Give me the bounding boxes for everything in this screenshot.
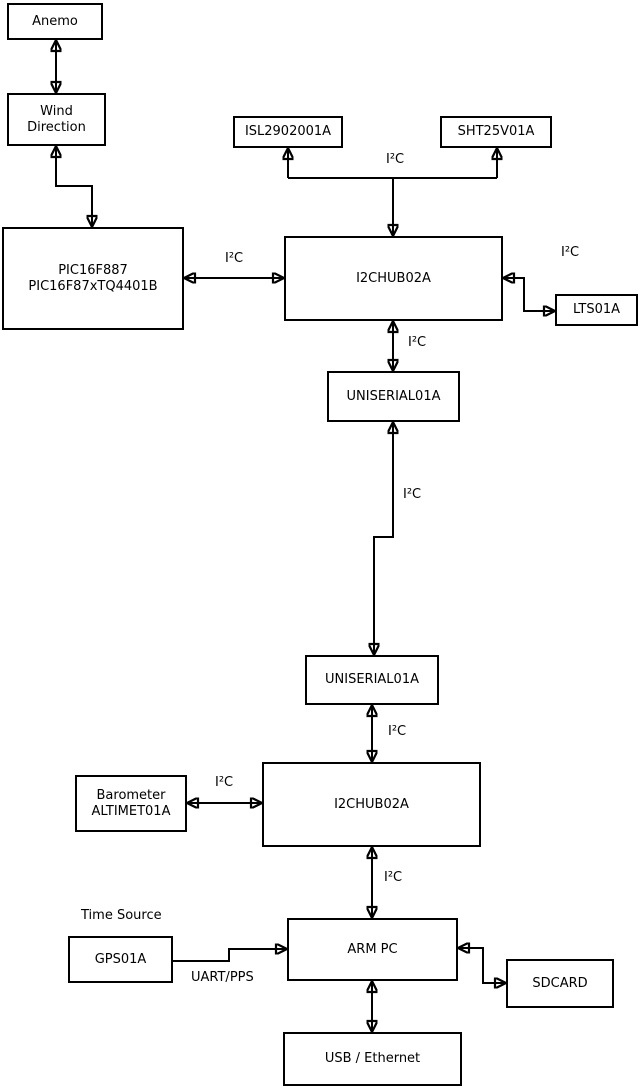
node-pic-line2: PIC16F87xTQ4401B: [28, 278, 158, 294]
node-gps: GPS01A: [68, 936, 173, 983]
node-lts-temperature-sensor: LTS01A: [555, 294, 638, 326]
edge-wind-pic: [56, 146, 92, 227]
node-sht-humidity-sensor: SHT25V01A: [440, 116, 552, 148]
node-i2c-hub-top: I2CHUB02A: [284, 236, 503, 321]
edge-label-i2c-uniserial-link: I²C: [403, 487, 422, 502]
edge-uniserial1-uniserial2: [374, 422, 393, 655]
node-gps-label: GPS01A: [94, 951, 147, 967]
edge-label-i2c-sensor-bus: I²C: [386, 152, 405, 167]
edge-label-i2c-hub1-lts: I²C: [561, 245, 580, 260]
node-barometer: Barometer ALTIMET01A: [75, 775, 187, 832]
edge-label-i2c-uniserial2-hub2: I²C: [388, 724, 407, 739]
edge-label-i2c-barometer-hub2: I²C: [215, 775, 234, 790]
edge-gps-armpc: [173, 949, 287, 962]
node-lts-label: LTS01A: [572, 302, 621, 317]
node-pic-line1: PIC16F887: [58, 262, 128, 278]
node-isl-light-sensor: ISL2902001A: [233, 116, 343, 148]
node-barometer-line2: ALTIMET01A: [91, 803, 171, 819]
edge-hub1-lts: [503, 278, 555, 311]
edge-armpc-sdcard: [458, 948, 506, 983]
node-barometer-line1: Barometer: [96, 787, 166, 803]
node-wind-direction-line1: Wind: [40, 103, 73, 119]
node-i2c-hub-bottom: I2CHUB02A: [262, 762, 481, 847]
node-arm-pc: ARM PC: [287, 918, 458, 981]
node-uniserial-top: UNISERIAL01A: [327, 371, 460, 422]
node-sht-label: SHT25V01A: [457, 124, 535, 139]
edge-label-i2c-hub1-uniserial1: I²C: [408, 335, 427, 350]
node-anemometer: Anemo: [7, 3, 103, 40]
node-uniserial-bottom: UNISERIAL01A: [305, 655, 439, 705]
node-usb-ethernet: USB / Ethernet: [283, 1032, 462, 1086]
node-uniserial-top-label: UNISERIAL01A: [346, 388, 441, 404]
node-isl-label: ISL2902001A: [244, 124, 332, 139]
node-usb-ethernet-label: USB / Ethernet: [324, 1051, 421, 1066]
node-uniserial-bottom-label: UNISERIAL01A: [325, 672, 419, 687]
edge-label-uart-pps: UART/PPS: [191, 970, 254, 985]
node-sdcard-label: SDCARD: [532, 975, 588, 991]
edge-label-i2c-hub2-armpc: I²C: [384, 870, 403, 885]
node-wind-direction: Wind Direction: [7, 93, 106, 146]
node-sdcard: SDCARD: [506, 959, 614, 1008]
node-wind-direction-line2: Direction: [27, 119, 86, 135]
node-i2c-hub-top-label: I2CHUB02A: [356, 270, 431, 286]
node-arm-pc-label: ARM PC: [347, 941, 398, 957]
node-i2c-hub-bottom-label: I2CHUB02A: [334, 796, 409, 812]
annotation-time-source: Time Source: [81, 908, 162, 923]
node-anemometer-label: Anemo: [32, 13, 78, 29]
node-pic-microcontroller: PIC16F887 PIC16F87xTQ4401B: [2, 227, 184, 330]
edge-label-i2c-pic-hub1: I²C: [225, 251, 244, 266]
